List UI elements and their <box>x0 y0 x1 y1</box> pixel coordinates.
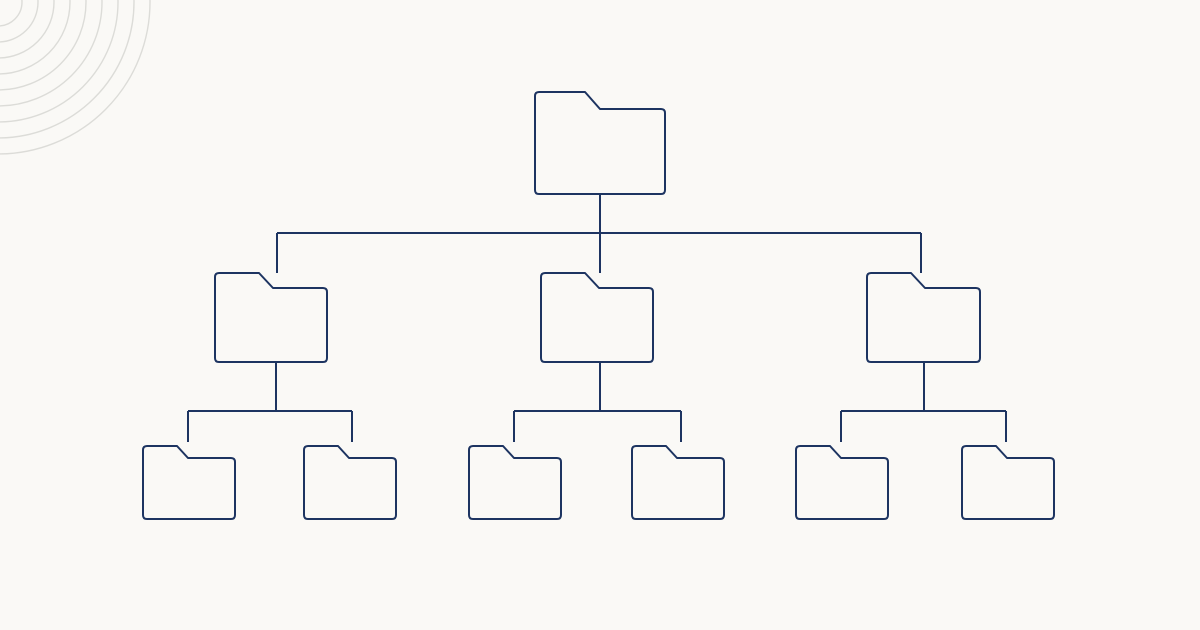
decorative-ring <box>0 0 103 107</box>
decorative-ring <box>0 0 23 27</box>
decorative-ring <box>0 0 135 139</box>
folder-icon <box>540 272 654 363</box>
folder-icon <box>214 272 328 363</box>
folder-icon <box>795 445 889 520</box>
folder-icon <box>961 445 1055 520</box>
folder-icon <box>866 272 981 363</box>
tree-folders <box>142 91 1055 520</box>
decorative-ring <box>0 0 87 91</box>
folder-icon <box>303 445 397 520</box>
folder-icon <box>142 445 236 520</box>
folder-icon <box>534 91 666 195</box>
decorative-ring <box>0 0 151 155</box>
decorative-ring <box>0 0 119 123</box>
tree-connectors <box>187 194 1007 442</box>
folder-icon <box>631 445 725 520</box>
concentric-arcs-icon <box>0 0 151 155</box>
decorative-ring <box>0 0 55 59</box>
decorative-ring <box>0 0 71 75</box>
folder-icon <box>468 445 562 520</box>
decorative-ring <box>0 0 39 43</box>
